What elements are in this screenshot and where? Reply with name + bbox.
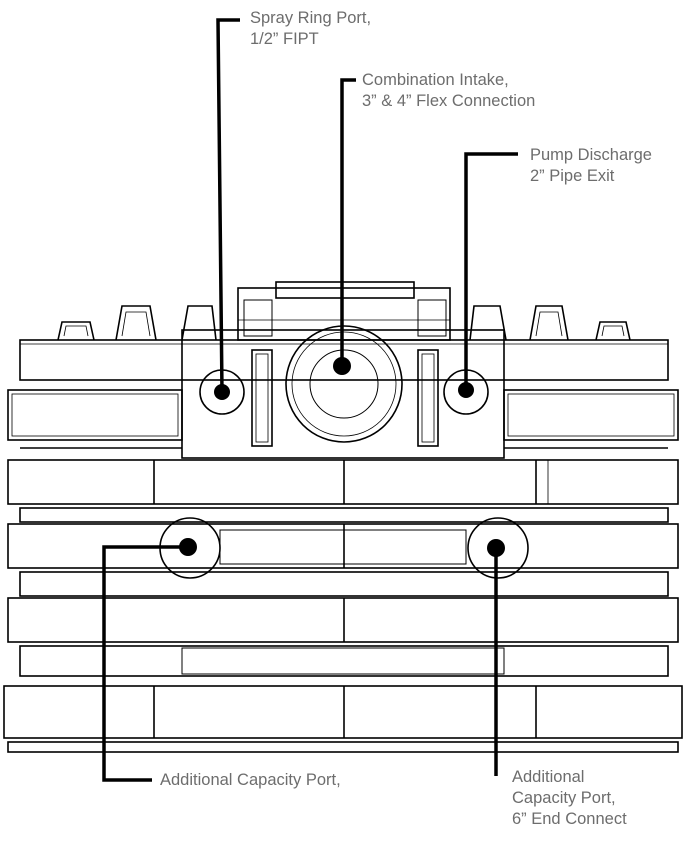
leader-spray-ring — [216, 18, 240, 393]
tank-body — [3, 281, 683, 753]
label-capacity-port-left: Additional Capacity Port, — [160, 770, 341, 791]
label-line: Additional Capacity Port, — [160, 771, 341, 789]
leader-pump-discharge — [464, 152, 518, 390]
deck-bumps — [57, 305, 631, 341]
leader-combination-intake — [340, 78, 356, 366]
label-line: 2” Pipe Exit — [530, 167, 615, 185]
capacity-port-right-dot — [487, 539, 505, 557]
label-line: Pump Discharge — [530, 146, 652, 164]
pump-discharge-port-dot — [458, 382, 474, 398]
port-dots — [179, 357, 505, 557]
label-line: Combination Intake, — [362, 71, 509, 89]
label-line: Spray Ring Port, — [250, 9, 372, 27]
label-line: 3” & 4” Flex Connection — [362, 92, 536, 110]
leader-lines — [102, 18, 518, 782]
spray-ring-port-dot — [214, 384, 230, 400]
label-spray-ring-port: Spray Ring Port, 1/2” FIPT — [250, 8, 371, 50]
label-combination-intake: Combination Intake, 3” & 4” Flex Connect… — [362, 70, 535, 112]
label-capacity-port-right: Additional Capacity Port, 6” End Connect — [512, 767, 627, 830]
label-line: 6” End Connect — [512, 810, 627, 828]
capacity-port-left-dot — [179, 538, 197, 556]
label-line: Capacity Port, — [512, 789, 616, 807]
combination-intake-dot — [333, 357, 351, 375]
label-line: Additional — [512, 768, 585, 786]
leader-capacity-left — [102, 545, 188, 782]
label-line: 1/2” FIPT — [250, 30, 319, 48]
label-pump-discharge: Pump Discharge 2” Pipe Exit — [530, 145, 686, 187]
